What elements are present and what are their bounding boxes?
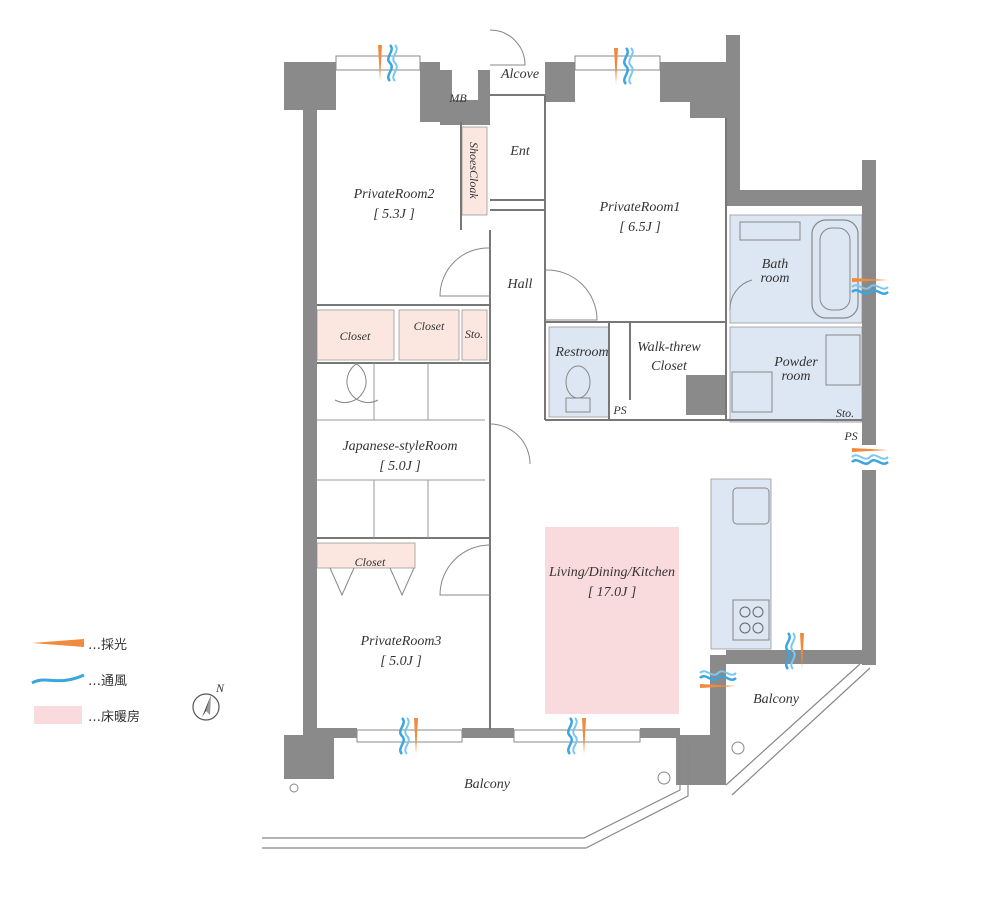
mb-label: MB xyxy=(448,91,467,105)
room-size-private-room-2: [ 5.3J ] xyxy=(373,207,415,222)
floor-heating-area xyxy=(545,527,679,714)
shoes-cloak-label: ShoesCloak xyxy=(467,142,481,199)
legend-item-floor-heating: …床暖房 xyxy=(30,697,140,733)
bathtub xyxy=(811,219,859,319)
wind-icon xyxy=(30,669,86,689)
room-name-private-room-2: PrivateRoom2 xyxy=(353,187,435,202)
restroom-area xyxy=(548,326,610,418)
room-name-japanese-room: Japanese-styleRoom xyxy=(342,439,457,454)
powder-area xyxy=(729,326,863,423)
ent-label: Ent xyxy=(509,144,531,159)
partitions xyxy=(317,94,862,730)
legend-label-floor-heating: …床暖房 xyxy=(88,709,141,725)
room-size-private-room-1: [ 6.5J ] xyxy=(619,220,661,235)
windows xyxy=(335,55,661,743)
powder-label-line1: Powder xyxy=(773,355,818,370)
door-swings xyxy=(329,29,753,597)
bath-label-line2: room xyxy=(760,271,789,286)
legend-item-light: …採光 xyxy=(30,625,140,661)
closet-b-label: Closet xyxy=(414,319,445,333)
balcony-outline xyxy=(262,663,871,849)
closet-a-label: Closet xyxy=(340,329,371,343)
legend-item-wind: …通風 xyxy=(30,661,140,697)
balcony-side-label: Balcony xyxy=(753,692,800,707)
walk-closet-label-line2: Closet xyxy=(651,359,688,374)
compass-n-label: N xyxy=(215,681,225,695)
room-size-ldk: [ 17.0J ] xyxy=(588,585,637,600)
hall-label: Hall xyxy=(507,277,533,292)
closet-a-area xyxy=(316,309,395,361)
restroom-label: Restroom xyxy=(554,345,608,360)
legend-label-light: …採光 xyxy=(88,637,128,653)
ps-a-label: PS xyxy=(612,403,626,417)
closet-c-label: Closet xyxy=(355,555,386,569)
light-icon xyxy=(30,633,86,653)
bath-label-line1: Bath xyxy=(762,257,788,272)
ps-b-label: PS xyxy=(843,429,857,443)
sto-a-label: Sto. xyxy=(465,327,483,341)
sto-b-label: Sto. xyxy=(836,406,854,420)
kitchen-counter xyxy=(710,478,772,650)
powder-label-line2: room xyxy=(781,369,810,384)
room-name-ldk: Living/Dining/Kitchen xyxy=(548,565,675,580)
walls xyxy=(284,35,876,785)
legend: …採光 …通風 …床暖房 xyxy=(30,625,140,733)
sto-a-area xyxy=(461,309,488,361)
shoes-cloak-area xyxy=(461,126,488,216)
walk-closet-label-line1: Walk-threw xyxy=(637,340,701,355)
balcony-main-label: Balcony xyxy=(464,777,511,792)
room-size-japanese-room: [ 5.0J ] xyxy=(379,459,421,474)
closet-c-area xyxy=(316,542,416,569)
legend-label-wind: …通風 xyxy=(88,673,128,689)
alcove-label: Alcove xyxy=(500,67,539,82)
floor-heating-icon xyxy=(30,705,86,725)
compass-icon xyxy=(192,693,220,721)
tatami-grid xyxy=(317,363,485,538)
closet-b-area xyxy=(398,309,460,361)
room-name-private-room-1: PrivateRoom1 xyxy=(599,200,681,215)
room-size-private-room-3: [ 5.0J ] xyxy=(380,654,422,669)
room-name-private-room-3: PrivateRoom3 xyxy=(360,634,442,649)
